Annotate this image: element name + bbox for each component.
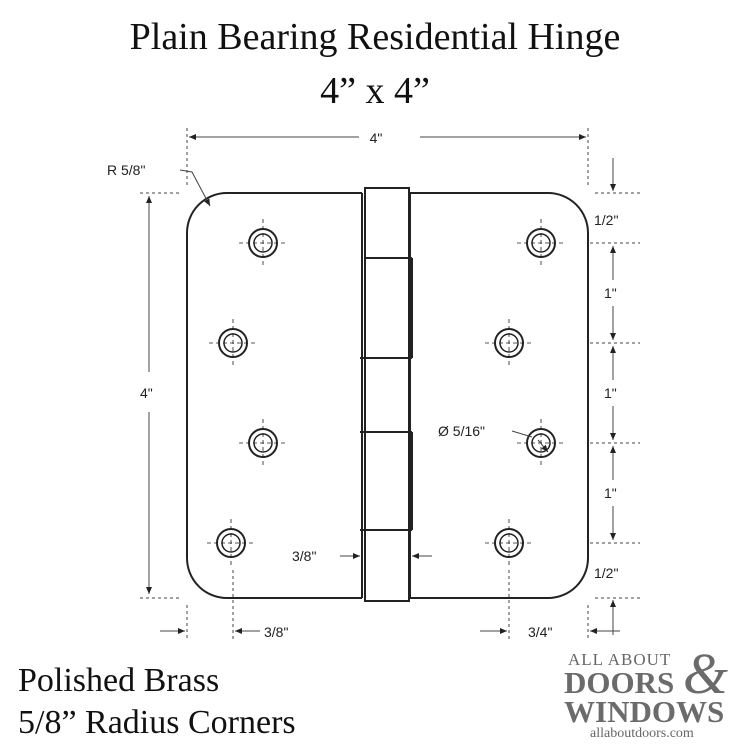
screw-holes: [207, 219, 565, 567]
dim-right-edge-inset: 3/4": [528, 624, 552, 640]
dim-spacing-3: 1": [604, 485, 617, 501]
finish-label: Polished Brass: [18, 662, 220, 699]
dim-knuckle-inset: 3/8": [292, 548, 316, 564]
dimension-labels: 4" R 5/8" 4" 1/2" 1" 1" 1" 1/2" Ø 5/16" …: [107, 130, 618, 640]
title-line-2: 4” x 4”: [320, 70, 430, 112]
screw-hole: [485, 519, 533, 567]
knuckle-pin: [364, 187, 410, 602]
dim-top-margin: 1/2": [594, 212, 618, 228]
screw-hole: [209, 319, 257, 367]
logo-windows-text: WINDOWS: [564, 694, 725, 730]
dim-corner-radius: R 5/8": [107, 162, 145, 178]
dim-left-edge-inset: 3/8": [264, 624, 288, 640]
dim-hole-diameter: Ø 5/16": [438, 423, 485, 439]
logo-doors-text: DOORS: [564, 665, 675, 700]
screw-hole: [517, 219, 565, 267]
corners-label: 5/8” Radius Corners: [18, 704, 296, 741]
screw-hole: [239, 419, 287, 467]
dim-spacing-2: 1": [604, 385, 617, 401]
brand-logo[interactable]: ALL ABOUT DOORS & WINDOWS allaboutdoors.…: [560, 645, 738, 741]
logo-url-text: allaboutdoors.com: [590, 725, 694, 741]
dim-overall-height: 4": [140, 385, 153, 401]
left-leaf: [186, 192, 362, 599]
title-line-1: Plain Bearing Residential Hinge: [129, 16, 621, 58]
dim-spacing-1: 1": [604, 285, 617, 301]
screw-hole: [485, 319, 533, 367]
logo-small-text: ALL ABOUT: [568, 650, 672, 669]
logo-ampersand: &: [682, 641, 728, 706]
right-leaf: [410, 192, 589, 599]
screw-hole: [239, 219, 287, 267]
dim-bottom-margin: 1/2": [594, 565, 618, 581]
dimension-lines: [140, 128, 640, 640]
dim-overall-width: 4": [370, 130, 383, 146]
screw-hole: [207, 519, 255, 567]
hinge-outline: [186, 187, 589, 602]
